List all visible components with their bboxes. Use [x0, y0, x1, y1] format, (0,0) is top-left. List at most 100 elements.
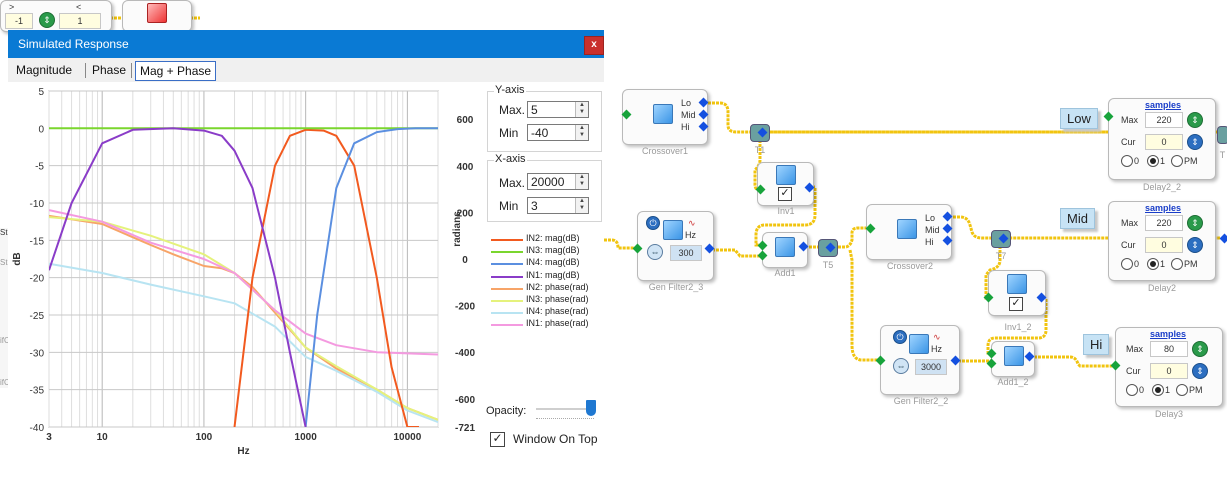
- window-on-top-label: Window On Top: [513, 432, 598, 446]
- output-label-hi: Hi: [681, 122, 690, 132]
- partial-field-2[interactable]: 1: [59, 13, 101, 29]
- power-icon[interactable]: ⏻: [893, 330, 907, 344]
- spin-buttons[interactable]: ▲▼: [575, 125, 588, 140]
- delay2-radio-pm[interactable]: [1171, 258, 1183, 270]
- delay2-2-cur-adjust-icon[interactable]: ⇕: [1187, 134, 1203, 150]
- genfilter2-2-value[interactable]: 3000: [915, 359, 947, 375]
- y-tick-label: -15: [30, 236, 45, 247]
- delay3-radio-1[interactable]: [1152, 384, 1164, 396]
- delay2-2-samples-link[interactable]: samples: [1145, 100, 1182, 110]
- xaxis-max-input[interactable]: 20000 ▲▼: [527, 173, 589, 190]
- delay3-max-field[interactable]: 80: [1150, 341, 1188, 357]
- radio-label: 0: [1134, 259, 1140, 269]
- genfilter2-2-block[interactable]: ⏻ ∿ Hz ⇔ 3000: [880, 325, 960, 395]
- tab-separator: [85, 63, 86, 78]
- y-tick-label: -10: [30, 199, 45, 210]
- spin-buttons[interactable]: ▲▼: [575, 198, 588, 213]
- partial-node-edge[interactable]: [1217, 126, 1227, 144]
- legend-label: IN1: mag(dB): [526, 269, 580, 280]
- delay2-cur-field[interactable]: 0: [1145, 237, 1183, 253]
- y-tick-label: 0: [38, 124, 44, 135]
- tab-magnitude[interactable]: Magnitude: [16, 63, 73, 77]
- delay3-caption: Delay3: [1154, 409, 1183, 419]
- power-icon[interactable]: ⏻: [646, 216, 660, 230]
- output-label-mid: Mid: [681, 110, 696, 120]
- partial-arrow-icon[interactable]: ⇕: [39, 12, 55, 28]
- delay2-2-radio-0[interactable]: [1121, 155, 1133, 167]
- genfilter2-3-value[interactable]: 300: [670, 245, 702, 261]
- crossover1-caption: Crossover1: [641, 146, 688, 156]
- delay2-cur-adjust-icon[interactable]: ⇕: [1187, 237, 1203, 253]
- crossover1-block[interactable]: Lo Mid Hi: [622, 89, 708, 145]
- delay2-block[interactable]: samples Max 220 ⇕ Cur 0 ⇕ 0 1 PM: [1108, 201, 1216, 281]
- delay3-adjust-icon[interactable]: ⇕: [1192, 341, 1208, 357]
- add1-block[interactable]: [762, 232, 808, 268]
- yaxis-group-label: Y-axis: [494, 84, 526, 96]
- delay2-2-radio-pm[interactable]: [1171, 155, 1183, 167]
- delay2-samples-link[interactable]: samples: [1145, 203, 1182, 213]
- opacity-slider-track[interactable]: [536, 408, 594, 410]
- spin-buttons[interactable]: ▲▼: [575, 102, 588, 117]
- delay2-max-field[interactable]: 220: [1145, 215, 1183, 231]
- chart-legend: IN2: mag(dB)IN3: mag(dB)IN4: mag(dB)IN1:…: [486, 233, 596, 343]
- window-title: Simulated Response: [18, 37, 129, 51]
- delay2-2-max-field[interactable]: 220: [1145, 112, 1183, 128]
- x-tick-label: 10: [97, 432, 109, 443]
- spin-buttons[interactable]: ▲▼: [575, 174, 588, 189]
- view-tabs: Magnitude Phase Mag + Phase: [8, 58, 604, 82]
- tag-hi[interactable]: Hi: [1083, 334, 1110, 355]
- y-tick-label: -30: [30, 348, 45, 359]
- inv1-2-block[interactable]: ✓: [988, 270, 1046, 316]
- partial-block-top[interactable]: > < -1 ⇕ 1: [0, 0, 112, 32]
- delay3-cur-adjust-icon[interactable]: ⇕: [1192, 363, 1208, 379]
- partial-block-top-2[interactable]: [122, 0, 192, 32]
- delay2-adjust-icon[interactable]: ⇕: [1187, 215, 1203, 231]
- delay3-cur-field[interactable]: 0: [1150, 363, 1188, 379]
- yaxis-max-input[interactable]: 5 ▲▼: [527, 101, 589, 118]
- delay2-2-block[interactable]: samples Max 220 ⇕ Cur 0 ⇕ 0 1 PM: [1108, 98, 1216, 180]
- tab-mag-phase[interactable]: Mag + Phase: [135, 61, 217, 81]
- delay3-samples-link[interactable]: samples: [1150, 329, 1187, 339]
- add1-2-caption: Add1_2: [997, 377, 1029, 387]
- y2-tick-label: 0: [462, 255, 468, 266]
- yaxis-max-label: Max.: [499, 103, 526, 117]
- delay2-radio-0[interactable]: [1121, 258, 1133, 270]
- y2-tick-label: -600: [455, 395, 475, 406]
- crossover-icon: [897, 219, 917, 239]
- edge-label: ifC: [0, 378, 10, 387]
- yaxis-min-input[interactable]: -40 ▲▼: [527, 124, 589, 141]
- legend-swatch: [491, 300, 523, 302]
- tab-phase[interactable]: Phase: [92, 63, 127, 77]
- crossover-icon: [653, 104, 673, 124]
- opacity-slider-thumb[interactable]: [586, 400, 597, 416]
- left-edge-panel: [0, 228, 8, 388]
- delay2-2-radio-1[interactable]: [1147, 155, 1159, 167]
- inv1-checkbox[interactable]: ✓: [778, 187, 792, 201]
- delay2-2-adjust-icon[interactable]: ⇕: [1187, 112, 1203, 128]
- delay2-2-cur-field[interactable]: 0: [1145, 134, 1183, 150]
- delay3-block[interactable]: samples Max 80 ⇕ Cur 0 ⇕ 0 1 PM: [1115, 327, 1223, 407]
- title-bar[interactable]: Simulated Response x: [8, 30, 604, 58]
- delay3-radio-pm[interactable]: [1176, 384, 1188, 396]
- crossover2-caption: Crossover2: [886, 261, 933, 271]
- x-tick-label: 3: [46, 432, 52, 443]
- inv1-block[interactable]: ✓: [757, 162, 814, 206]
- swap-icon[interactable]: ⇔: [647, 244, 663, 260]
- inv1-2-checkbox[interactable]: ✓: [1009, 297, 1023, 311]
- window-on-top-checkbox[interactable]: ✓: [490, 432, 505, 447]
- partial-label-lt: <: [76, 2, 82, 12]
- tag-low[interactable]: Low: [1060, 108, 1098, 129]
- delay2-radio-1[interactable]: [1147, 258, 1159, 270]
- partial-field-1[interactable]: -1: [5, 13, 33, 29]
- swap-icon[interactable]: ⇔: [893, 358, 909, 374]
- x-axis-label: Hz: [237, 446, 249, 457]
- close-button[interactable]: x: [584, 36, 604, 55]
- genfilter2-3-block[interactable]: ⏻ ∿ Hz ⇔ 300: [637, 211, 714, 281]
- crossover2-block[interactable]: Lo Mid Hi: [866, 204, 952, 260]
- xaxis-min-input[interactable]: 3 ▲▼: [527, 197, 589, 214]
- delay3-radio-0[interactable]: [1126, 384, 1138, 396]
- x-tick-label: 1000: [295, 432, 318, 443]
- tag-mid[interactable]: Mid: [1060, 208, 1095, 229]
